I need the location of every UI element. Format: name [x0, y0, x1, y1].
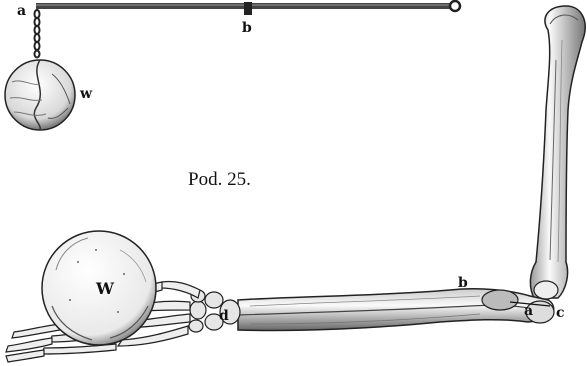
arm-label-a: a — [524, 303, 533, 319]
lever-chain — [35, 10, 40, 58]
arm-label-b: b — [458, 275, 468, 291]
lever-diagram: a b w — [5, 1, 460, 130]
arm-skeleton: W b a c d — [6, 6, 585, 362]
figure-caption: Pod. 25. — [188, 169, 251, 190]
forearm-bones — [238, 289, 554, 331]
lever-label-b: b — [242, 20, 252, 36]
lever-fulcrum-b — [244, 2, 252, 15]
lever-weight-label: w — [79, 86, 93, 102]
lever-label-a: a — [17, 3, 26, 19]
arm-label-c: c — [556, 305, 565, 321]
humerus-bone — [530, 6, 585, 299]
lever-weight-w — [5, 60, 75, 130]
ball-label-W: W — [95, 279, 115, 298]
arm-label-d: d — [219, 308, 229, 324]
lever-end-pin — [450, 1, 460, 11]
